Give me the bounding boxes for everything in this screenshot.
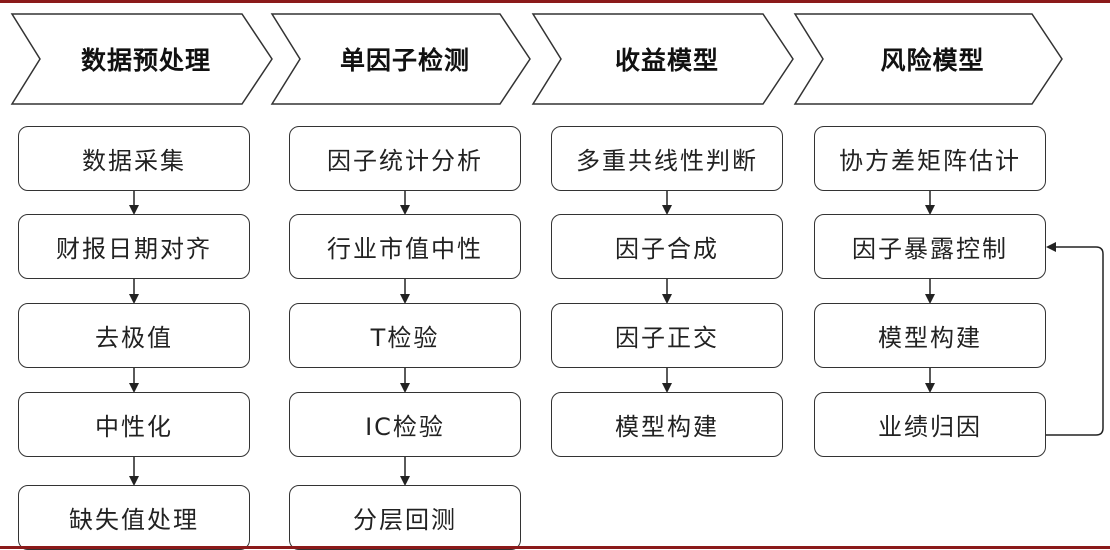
step-box-s1-r5: 缺失值处理 [18, 485, 250, 550]
step-box-s4-r2: 因子暴露控制 [814, 214, 1046, 279]
step-box-s3-r3: 因子正交 [551, 303, 783, 368]
stage-title-3: 收益模型 [614, 46, 719, 75]
step-box-s2-r2: 行业市值中性 [289, 214, 521, 279]
step-box-s4-r1: 协方差矩阵估计 [814, 126, 1046, 191]
step-box-s1-r3: 去极值 [18, 303, 250, 368]
step-box-s4-r4: 业绩归因 [814, 392, 1046, 457]
bottom-rule [0, 546, 1110, 549]
stage-title-1: 数据预处理 [80, 46, 211, 75]
stage-chevron-3 [531, 13, 794, 105]
step-box-s1-r4: 中性化 [18, 392, 250, 457]
step-box-s3-r4: 模型构建 [551, 392, 783, 457]
stage-title-2: 单因子检测 [339, 46, 470, 75]
stage-chevron-4 [793, 13, 1063, 105]
step-box-s2-r4: IC检验 [289, 392, 521, 457]
step-box-s2-r1: 因子统计分析 [289, 126, 521, 191]
stage-chevron-1 [10, 13, 273, 105]
step-box-s2-r5: 分层回测 [289, 485, 521, 550]
step-box-s1-r2: 财报日期对齐 [18, 214, 250, 279]
feedback-loop-arrow [1046, 242, 1104, 436]
step-box-s1-r1: 数据采集 [18, 126, 250, 191]
step-box-s3-r2: 因子合成 [551, 214, 783, 279]
step-box-s3-r1: 多重共线性判断 [551, 126, 783, 191]
top-rule [0, 0, 1110, 3]
step-box-s4-r3: 模型构建 [814, 303, 1046, 368]
step-box-s2-r3: T检验 [289, 303, 521, 368]
stage-title-4: 风险模型 [880, 46, 985, 75]
stage-chevron-2 [270, 13, 531, 105]
